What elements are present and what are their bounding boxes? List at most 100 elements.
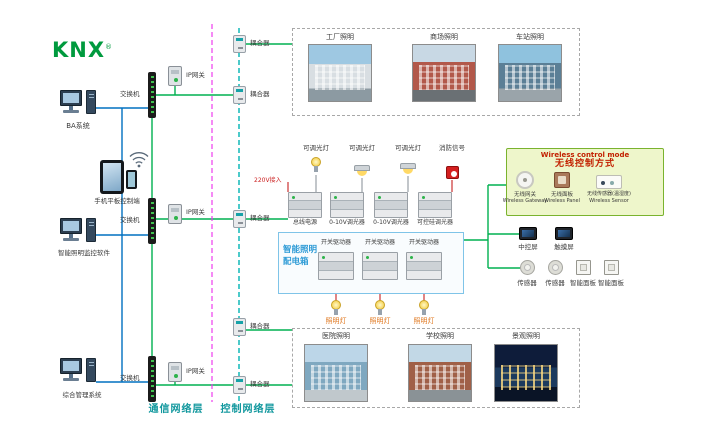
scene-factory-label: 工厂照明 — [326, 33, 354, 41]
switch-actuator-2-label: 开关驱动器 — [364, 239, 396, 246]
line-coupler-1-label: 耦合器 — [250, 39, 270, 47]
line-coupler-2-label: 耦合器 — [250, 90, 270, 98]
dimmable-lamp-1-label: 可调光灯 — [303, 144, 329, 152]
computer-monitoring-software-label: 智能照明监控软件 — [58, 249, 110, 257]
smart-panel-1-label: 智能面板 — [570, 279, 596, 287]
wireless-panel-label-en: Wireless Panel — [544, 198, 580, 204]
cabinet-title-line1: 智能照明 — [283, 245, 318, 255]
ethernet-switch-middle — [148, 198, 156, 244]
wireless-title-en: Wireless control mode — [540, 151, 630, 159]
lamp-1-label: 照明灯 — [325, 317, 347, 325]
wireless-gateway-label-en: Wireless Gateway — [502, 198, 548, 204]
lan-blue-lines — [96, 107, 148, 383]
line-coupler-4-label: 耦合器 — [250, 322, 270, 330]
ethernet-switch-bottom — [148, 356, 156, 402]
photo-factory-lighting — [308, 44, 372, 102]
lamp-2-icon — [374, 300, 386, 316]
dimmable-lamp-2-icon — [354, 165, 370, 176]
wireless-panel-label-cn: 无线面板 — [550, 192, 574, 198]
central-control-screen-icon — [519, 227, 537, 240]
line-coupler-5 — [233, 376, 246, 394]
dimmer-2-label: 0-10V调光器 — [373, 219, 409, 226]
switch-top-label: 交换机 — [120, 90, 140, 98]
dimmable-lamp-3-icon — [400, 163, 416, 174]
wifi-icon — [129, 152, 149, 168]
switch-actuator-3 — [406, 252, 442, 280]
power-input-label: 220V接入 — [254, 177, 282, 184]
switch-middle-label: 交换机 — [120, 216, 140, 224]
ip-gateway-bottom — [168, 362, 182, 382]
computer-ba-system-label: BA系统 — [66, 122, 90, 130]
line-coupler-3 — [233, 210, 246, 228]
switch-actuator-1 — [318, 252, 354, 280]
dimmer-module-1 — [330, 192, 364, 218]
wireless-sensor-icon — [596, 175, 622, 189]
ip-gateway-bottom-label: IP网关 — [186, 367, 205, 375]
control-layer-label: 控制网络层 — [220, 404, 276, 415]
line-coupler-4 — [233, 318, 246, 336]
ip-gateway-middle — [168, 204, 182, 224]
touch-screen-icon — [555, 227, 573, 240]
photo-station-lighting — [498, 44, 562, 102]
smart-panel-2-label: 智能面板 — [598, 279, 624, 287]
dimmable-lamp-1-icon — [310, 157, 322, 173]
scene-station-label: 车站照明 — [516, 33, 544, 41]
photo-school-lighting — [408, 344, 472, 402]
lamp-drop-lines — [315, 175, 409, 192]
top-scenes-box — [292, 28, 580, 116]
bus-power-supply-label: 总线电源 — [292, 219, 318, 226]
smart-panel-2-icon — [604, 260, 619, 275]
knx-logo-text: KNX — [52, 38, 106, 62]
scene-school-label: 学校照明 — [426, 332, 454, 340]
thyristor-dimmer-label: 可控硅调光器 — [416, 219, 454, 226]
communication-layer-label: 通信网络层 — [148, 404, 204, 415]
switch-bottom-label: 交换机 — [120, 374, 140, 382]
tablet-label: 手机平板控制端 — [94, 197, 140, 205]
wireless-sensor-label-en: Wireless Sensor — [589, 198, 629, 204]
computer-management-system-label: 综合管理系统 — [62, 391, 102, 399]
line-coupler-3-label: 耦合器 — [250, 214, 270, 222]
switch-actuator-3-label: 开关驱动器 — [408, 239, 440, 246]
ip-gateway-middle-label: IP网关 — [186, 208, 205, 216]
photo-landscape-lighting — [494, 344, 558, 402]
sensor-2-label: 传感器 — [545, 279, 565, 287]
switch-actuator-2 — [362, 252, 398, 280]
switch-actuator-1-label: 开关驱动器 — [320, 239, 352, 246]
dimmer-module-2 — [374, 192, 408, 218]
lamp-2-label: 照明灯 — [369, 317, 391, 325]
knx-logo-reg-mark: ® — [105, 43, 114, 51]
scene-hospital-label: 医院照明 — [322, 332, 350, 340]
dimmable-lamp-3-label: 可调光灯 — [395, 144, 421, 152]
line-coupler-2 — [233, 86, 246, 104]
line-coupler-5-label: 耦合器 — [250, 380, 270, 388]
central-control-screen-label: 中控屏 — [518, 243, 538, 251]
wireless-gateway-icon — [516, 171, 534, 189]
scene-mall-label: 商场照明 — [430, 33, 458, 41]
wireless-sensor-label-cn: 无线传感器(温湿度) — [587, 191, 631, 197]
wireless-title-cn: 无线控制方式 — [554, 159, 616, 169]
sensor-2-icon — [548, 260, 563, 275]
wireless-panel-icon — [554, 172, 570, 188]
lamp-3-icon — [418, 300, 430, 316]
knx-logo: KNX® — [52, 38, 113, 62]
computer-monitoring-software — [60, 218, 98, 248]
sensor-1-icon — [520, 260, 535, 275]
photo-mall-lighting — [412, 44, 476, 102]
fire-signal-label: 消防信号 — [439, 144, 465, 152]
ip-gateway-top-label: IP网关 — [186, 71, 205, 79]
bus-power-supply-module — [288, 192, 322, 218]
photo-hospital-lighting — [304, 344, 368, 402]
touch-screen-label: 触摸屏 — [554, 243, 574, 251]
dimmable-lamp-2-label: 可调光灯 — [349, 144, 375, 152]
bottom-scenes-box — [292, 328, 580, 408]
ethernet-switch-top — [148, 72, 156, 118]
phone-icon — [126, 170, 137, 189]
dimmer-1-label: 0-10V调光器 — [329, 219, 365, 226]
cabinet-title-line2: 配电箱 — [283, 257, 309, 267]
scene-landscape-label: 景观照明 — [512, 332, 540, 340]
computer-ba-system — [60, 90, 98, 120]
line-coupler-1 — [233, 35, 246, 53]
ip-gateway-top — [168, 66, 182, 86]
tablet-icon — [100, 160, 124, 194]
